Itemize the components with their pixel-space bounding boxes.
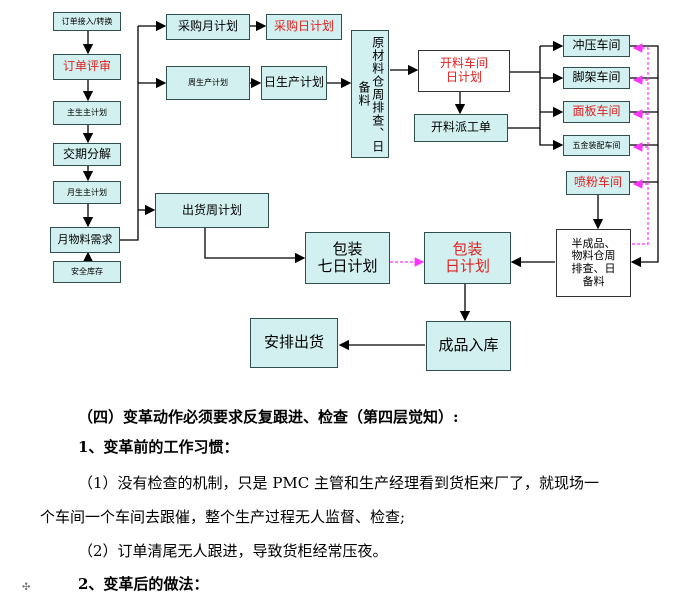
node-semi-finished: 半成品、 物料仓周 排查、日 备料	[556, 229, 631, 297]
workshop-branch	[508, 46, 541, 129]
node-packing-7day: 包装 七日计划	[305, 232, 390, 284]
node-finished-storage: 成品入库	[426, 321, 511, 371]
node-order-import: 订单接入/转换	[53, 12, 121, 31]
process-flow-diagram: 订单接入/转换 订单评审 主生主计划 交期分解 月生主计划 月物料需求 安全库存…	[50, 12, 659, 371]
node-packing-daily: 包装 日计划	[424, 232, 511, 284]
node-stamping: 冲压车间	[563, 35, 630, 57]
after-title: 2、变革后的做法：	[78, 575, 209, 593]
node-cutting-shop: 开料车间 日计划	[418, 50, 510, 92]
node-cutting-dispatch: 开料派工单	[414, 114, 508, 142]
node-daily-production: 日生产计划	[261, 66, 327, 100]
node-purchase-daily: 采购日计划	[266, 14, 342, 40]
anchor-icon: ✣	[22, 582, 31, 593]
node-monthly-material: 月物料需求	[50, 227, 120, 253]
item2: （2）订单清尾无人跟进，导致货柜经常压夜。	[78, 542, 388, 560]
node-order-review: 订单评审	[53, 54, 121, 80]
before-title: 1、变革前的工作习惯：	[78, 438, 239, 456]
node-spray: 喷粉车间	[566, 171, 630, 195]
feedback-semi-up	[632, 43, 649, 245]
node-panel: 面板车间	[563, 101, 630, 123]
node-monthly-master: 月生主计划	[53, 181, 121, 204]
section-title: （四）变革动作必须要求反复跟进、检查（第四层觉知）:	[78, 408, 459, 426]
trunk-line	[119, 26, 139, 241]
item1-line1: （1）没有检查的机制，只是 PMC 主管和生产经理看到货柜来厂了，就现场一	[78, 474, 600, 492]
node-weekly-production: 周生产计划	[166, 66, 250, 100]
node-safety-stock: 安全库存	[53, 261, 121, 283]
node-leg-frame: 脚架车间	[563, 67, 630, 89]
node-purchase-monthly: 采购月计划	[166, 14, 250, 40]
right-collector	[630, 45, 659, 268]
node-material-warehouse: 原材料仓周排查、日备料	[351, 30, 389, 158]
node-hardware: 五金装配车间	[563, 135, 630, 156]
arrow-to-hardware	[539, 128, 564, 151]
node-master-plan: 主生主计划	[53, 101, 121, 125]
node-shipping-weekly: 出货周计划	[155, 193, 269, 228]
node-delivery-split: 交期分解	[53, 143, 121, 166]
node-arrange-shipping: 安排出货	[250, 318, 338, 368]
connector-layer	[82, 20, 659, 351]
arrow-shipping-to-packing7	[204, 228, 306, 264]
item1-line2: 个车间一个车间去跟催，整个生产过程无人监督、检查;	[40, 508, 406, 526]
